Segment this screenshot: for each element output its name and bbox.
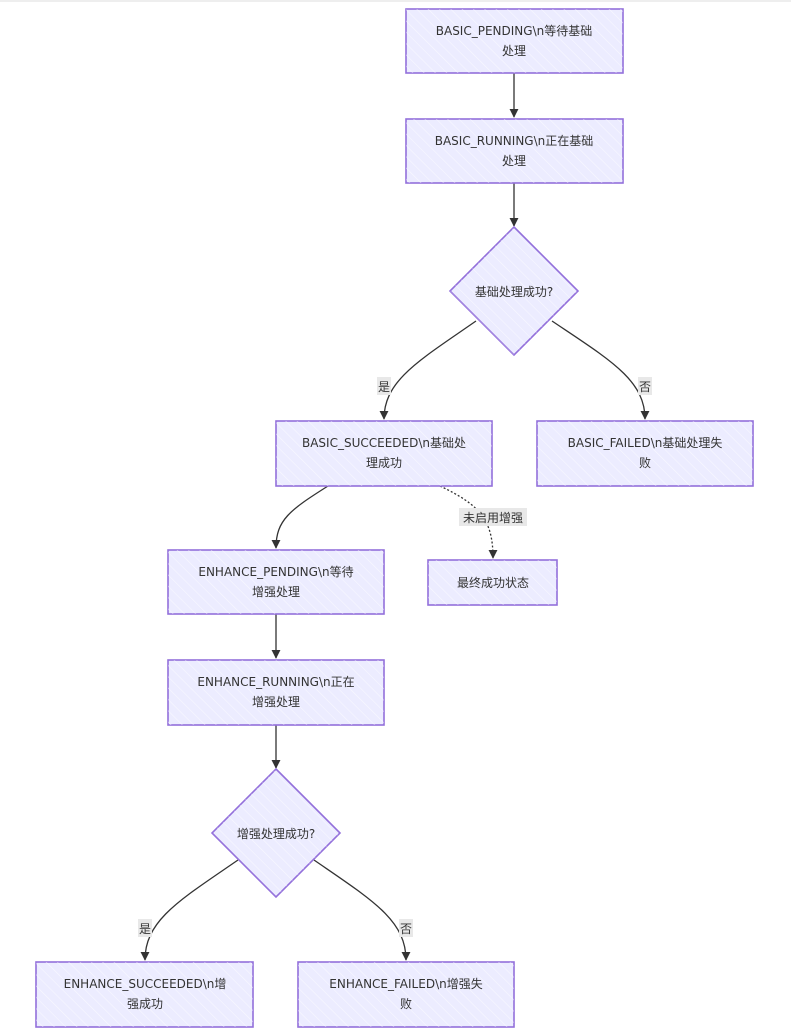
node-enhance-pending: ENHANCE_PENDING\n等待 增强处理 — [167, 549, 385, 615]
svg-text:ENHANCE_RUNNING\n正在: ENHANCE_RUNNING\n正在 — [197, 675, 354, 689]
edge-enhance-no — [313, 859, 411, 961]
svg-text:增强处理成功?: 增强处理成功? — [237, 827, 315, 841]
svg-text:否: 否 — [400, 922, 412, 936]
node-basic-failed: BASIC_FAILED\n基础处理失 败 — [536, 420, 754, 487]
svg-text:否: 否 — [639, 380, 651, 394]
edge-label-enhance-disabled: 未启用增强 — [459, 508, 527, 526]
svg-text:BASIC_RUNNING\n正在基础: BASIC_RUNNING\n正在基础 — [435, 134, 594, 148]
edge-basic-yes — [379, 320, 477, 420]
edge-enhance-yes — [140, 859, 239, 961]
node-enhance-succeeded: ENHANCE_SUCCEEDED\n增 强成功 — [35, 961, 254, 1028]
edge-enhance-disabled — [439, 485, 498, 559]
svg-text:ENHANCE_SUCCEEDED\n增: ENHANCE_SUCCEEDED\n增 — [64, 977, 227, 991]
svg-text:是: 是 — [139, 922, 151, 936]
node-basic-pending: BASIC_PENDING\n等待基础 处理 — [405, 8, 624, 74]
svg-text:处理: 处理 — [502, 154, 526, 168]
svg-text:是: 是 — [378, 380, 390, 394]
svg-text:ENHANCE_PENDING\n等待: ENHANCE_PENDING\n等待 — [198, 565, 353, 579]
svg-text:处理: 处理 — [502, 44, 526, 58]
svg-text:BASIC_FAILED\n基础处理失: BASIC_FAILED\n基础处理失 — [568, 435, 723, 450]
node-basic-decision: 基础处理成功? — [448, 225, 580, 357]
svg-text:增强处理: 增强处理 — [252, 695, 300, 709]
node-final-success: 最终成功状态 — [427, 559, 558, 606]
svg-text:强成功: 强成功 — [127, 997, 163, 1011]
node-basic-running: BASIC_RUNNING\n正在基础 处理 — [405, 118, 624, 184]
edge-label-enhance-no: 否 — [399, 919, 413, 937]
edge-label-basic-yes: 是 — [377, 377, 391, 395]
edge-basic-no — [551, 320, 650, 420]
edge-label-enhance-yes: 是 — [138, 919, 152, 937]
svg-text:BASIC_PENDING\n等待基础: BASIC_PENDING\n等待基础 — [436, 24, 592, 38]
edge-succeeded-enhance — [271, 485, 329, 549]
svg-text:基础处理成功?: 基础处理成功? — [475, 285, 553, 299]
edge-label-basic-no: 否 — [638, 377, 652, 395]
svg-text:败: 败 — [400, 996, 412, 1011]
node-enhance-decision: 增强处理成功? — [210, 767, 342, 899]
svg-text:理成功: 理成功 — [366, 456, 402, 470]
svg-text:增强处理: 增强处理 — [252, 585, 300, 599]
node-enhance-failed: ENHANCE_FAILED\n增强失 败 — [297, 961, 515, 1028]
svg-text:未启用增强: 未启用增强 — [463, 511, 523, 525]
svg-text:败: 败 — [639, 455, 651, 470]
edges — [140, 73, 650, 961]
svg-text:ENHANCE_FAILED\n增强失: ENHANCE_FAILED\n增强失 — [329, 976, 482, 991]
node-enhance-running: ENHANCE_RUNNING\n正在 增强处理 — [167, 659, 385, 726]
svg-text:BASIC_SUCCEEDED\n基础处: BASIC_SUCCEEDED\n基础处 — [302, 436, 466, 450]
svg-text:最终成功状态: 最终成功状态 — [457, 575, 529, 590]
node-basic-succeeded: BASIC_SUCCEEDED\n基础处 理成功 — [275, 420, 493, 487]
